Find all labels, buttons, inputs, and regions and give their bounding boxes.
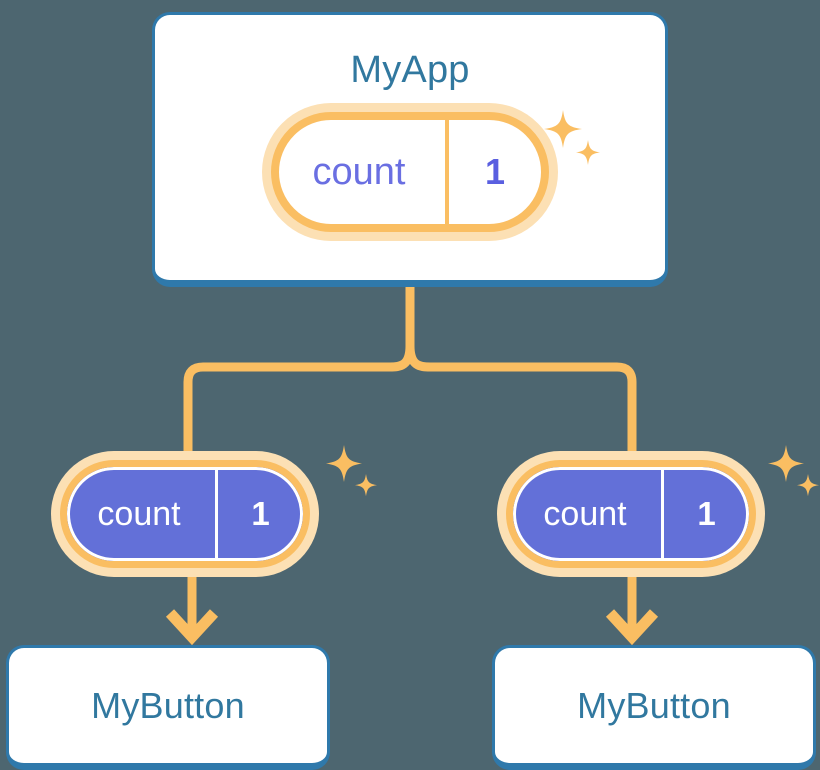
state-key-label: count [543,494,627,533]
connector-branch-right [405,345,637,455]
state-pill-myapp[interactable]: count 1 [271,112,549,232]
card-title-mybutton: MyButton [91,685,245,726]
state-value-label: 1 [697,495,716,532]
state-key-label: count [97,494,181,533]
state-pill[interactable]: count 1 [60,460,310,568]
state-pill-divider [661,467,664,561]
state-pill-divider [215,467,218,561]
state-value-label: 1 [484,151,506,192]
state-value-label: 1 [251,495,270,532]
arrowhead-right-icon [605,609,659,646]
state-pill-mybutton-right[interactable]: count 1 [506,460,756,568]
state-pill[interactable]: count 1 [271,112,549,232]
component-card-mybutton-left[interactable]: MyButton [6,645,330,770]
card-title-mybutton: MyButton [577,685,731,726]
arrowhead-left-icon [165,609,219,646]
state-pill-mybutton-left[interactable]: count 1 [60,460,310,568]
card-title-myapp: MyApp [350,49,470,91]
state-pill[interactable]: count 1 [506,460,756,568]
connector-branch-left [183,345,415,455]
state-pill-divider [445,120,449,224]
component-card-mybutton-right[interactable]: MyButton [492,645,816,770]
state-key-label: count [312,150,406,193]
